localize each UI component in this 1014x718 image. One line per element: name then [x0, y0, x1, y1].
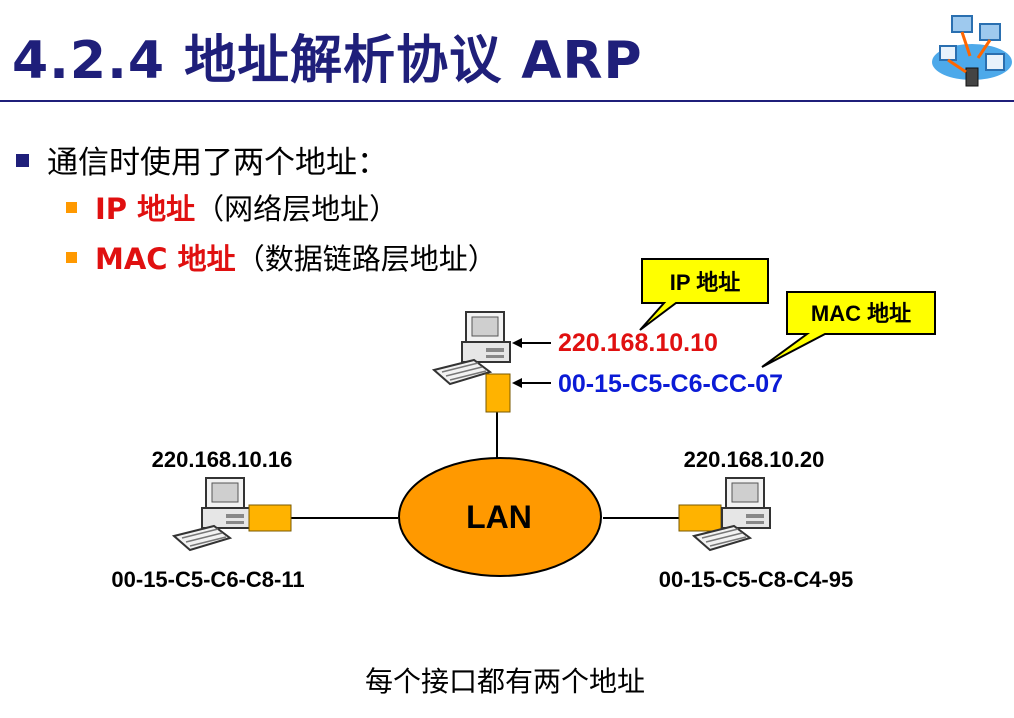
bullet-main: 通信时使用了两个地址： [16, 137, 388, 182]
bullet-square-icon [66, 201, 77, 213]
mac-address-label: MAC 地址 [95, 242, 236, 276]
top-host-mac: 00-15-C5-C6-CC-07 [558, 370, 783, 398]
mac-callout [761, 291, 936, 368]
top-host-computer-icon [433, 311, 511, 385]
ip-address-detail: （网络层地址） [195, 192, 399, 226]
page-title: 4.2.4 地址解析协议 ARP [12, 31, 643, 91]
top-host-ip: 220.168.10.10 [558, 329, 718, 357]
bullet-ip: IP 地址（网络层地址） [66, 186, 398, 228]
mac-pointer-arrowhead [512, 378, 522, 388]
title-divider [0, 100, 1014, 102]
ip-callout [639, 258, 769, 331]
network-logo-icon [932, 15, 1012, 87]
ip-pointer-arrowhead [512, 338, 522, 348]
left-host-computer-icon [173, 477, 251, 551]
bullet-square-icon [66, 251, 77, 263]
lan-ellipse [398, 457, 602, 577]
ip-address-label: IP 地址 [95, 192, 196, 226]
right-host-interface [678, 504, 722, 532]
bullet-main-text: 通信时使用了两个地址： [47, 145, 388, 181]
lan-label: LAN [466, 499, 532, 535]
bullet-mac: MAC 地址（数据链路层地址） [66, 236, 497, 278]
top-host-interface [485, 373, 511, 413]
ip-callout-text: IP 地址 [670, 270, 741, 295]
mac-callout-text: MAC 地址 [811, 301, 911, 326]
bullet-square-icon [16, 154, 29, 167]
mac-address-detail: （数据链路层地址） [235, 242, 497, 276]
diagram-caption: 每个接口都有两个地址 [365, 665, 645, 698]
left-host-ip: 220.168.10.16 [152, 447, 293, 472]
left-host-interface [248, 504, 292, 532]
right-host-ip: 220.168.10.20 [684, 447, 825, 472]
left-host-mac: 00-15-C5-C6-C8-11 [111, 567, 304, 592]
right-host-mac: 00-15-C5-C8-C4-95 [659, 567, 853, 592]
